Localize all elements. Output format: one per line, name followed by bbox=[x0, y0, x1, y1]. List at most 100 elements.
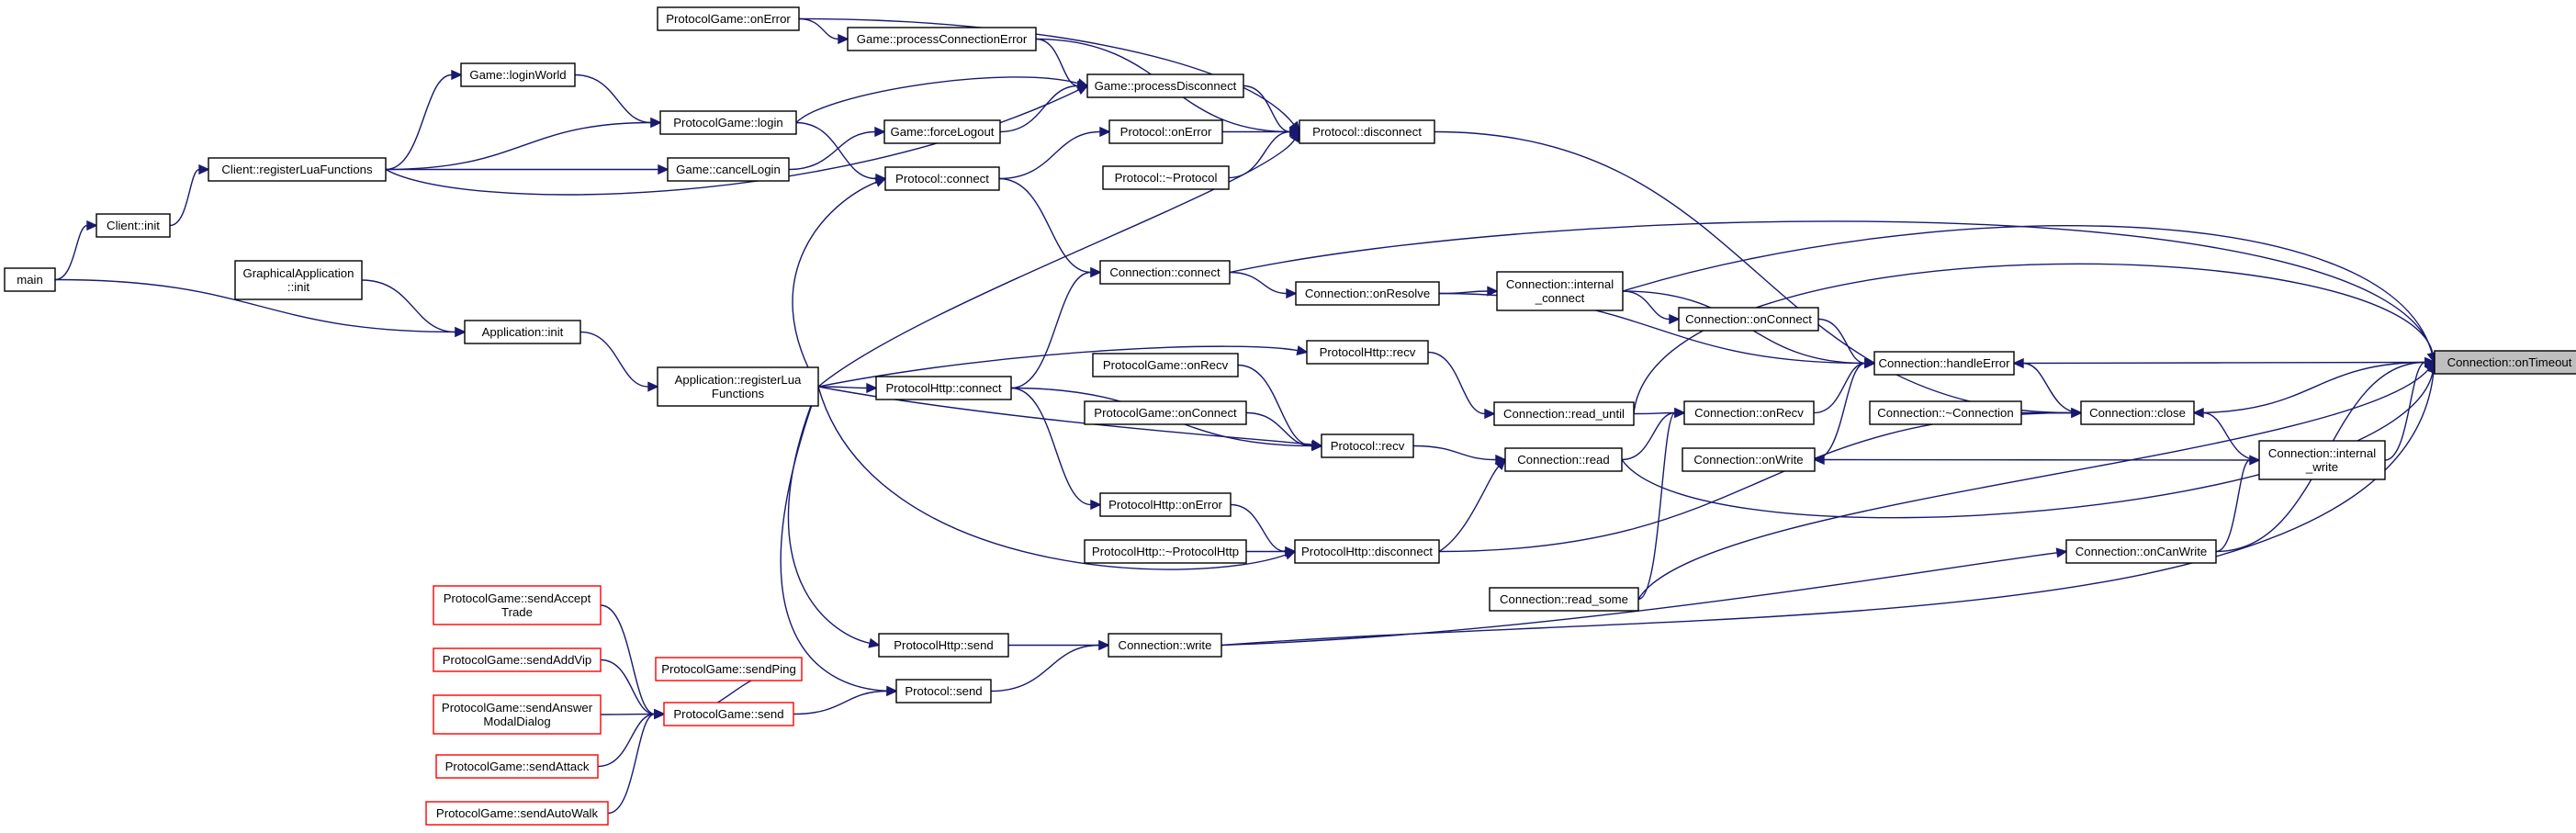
edge-main-clientInit bbox=[54, 220, 98, 281]
node-gameCancelLogin[interactable]: Game::cancelLogin bbox=[667, 157, 790, 182]
node-label: Connection::close bbox=[2089, 406, 2186, 420]
node-readUntil[interactable]: Connection::read_until bbox=[1493, 401, 1635, 426]
node-label: ProtocolGame::onError bbox=[666, 12, 791, 26]
node-label: ProtocolGame::sendAutoWalk bbox=[436, 806, 599, 820]
edge-phDisconnect-close bbox=[1438, 407, 2083, 553]
node-onResolve[interactable]: Connection::onResolve bbox=[1295, 281, 1440, 306]
node-protoRecv[interactable]: Protocol::recv bbox=[1321, 433, 1414, 458]
edge-phConnect-connConnect bbox=[1010, 266, 1102, 389]
node-protoDisconnect[interactable]: Protocol::disconnect bbox=[1299, 119, 1435, 144]
node-protoDtor[interactable]: Protocol::~Protocol bbox=[1102, 165, 1230, 190]
edge-phRecv-readUntil bbox=[1427, 351, 1496, 420]
node-label: ProtocolGame::login bbox=[673, 116, 782, 129]
node-close[interactable]: Connection::close bbox=[2080, 400, 2195, 425]
arrowhead-icon bbox=[868, 637, 881, 648]
edge-appRegLua-phConnect bbox=[817, 382, 878, 394]
node-protoConnect[interactable]: Protocol::connect bbox=[884, 166, 1000, 191]
node-box bbox=[4, 267, 56, 292]
node-gameProcConnErr[interactable]: Game::processConnectionError bbox=[847, 27, 1037, 51]
node-pgLogin[interactable]: ProtocolGame::login bbox=[659, 110, 797, 135]
node-internalWrite[interactable]: Connection::internal_write bbox=[2258, 440, 2386, 480]
node-gameLoginWorld[interactable]: Game::loginWorld bbox=[460, 62, 576, 87]
node-label: ProtocolHttp::~ProtocolHttp bbox=[1092, 545, 1239, 558]
node-label: Connection::read_some bbox=[1500, 592, 1628, 606]
node-label: Connection::connect bbox=[1109, 265, 1221, 279]
edge-clientInit-clientRegLua bbox=[169, 163, 210, 227]
node-phOnError[interactable]: ProtocolHttp::onError bbox=[1099, 492, 1232, 517]
node-gfxInit[interactable]: GraphicalApplication::init bbox=[234, 260, 363, 300]
node-box bbox=[655, 657, 803, 681]
arrowhead-icon bbox=[2249, 455, 2261, 466]
node-box bbox=[1678, 307, 1819, 332]
node-clientRegLua[interactable]: Client::registerLuaFunctions bbox=[208, 157, 387, 182]
node-box bbox=[667, 157, 790, 182]
edge-pgLogin-gameProcDisc bbox=[795, 76, 1089, 123]
node-main[interactable]: main bbox=[4, 267, 56, 292]
edge-gameLoginWorld-pgLogin bbox=[574, 73, 662, 129]
node-phRecv[interactable]: ProtocolHttp::recv bbox=[1306, 340, 1429, 365]
node-read[interactable]: Connection::read bbox=[1504, 447, 1623, 472]
node-pgOnError[interactable]: ProtocolGame::onError bbox=[657, 6, 800, 31]
node-pgSendAddVip[interactable]: ProtocolGame::sendAddVip bbox=[433, 647, 602, 672]
edge-connWrite-onCanWrite bbox=[1221, 547, 2068, 647]
node-pgSendPing[interactable]: ProtocolGame::sendPing bbox=[655, 657, 803, 681]
node-box bbox=[208, 157, 387, 182]
node-onTimeout[interactable]: Connection::onTimeout bbox=[2434, 350, 2576, 375]
node-protoOnError[interactable]: Protocol::onError bbox=[1108, 119, 1223, 144]
node-onCanWrite[interactable]: Connection::onCanWrite bbox=[2065, 539, 2217, 564]
node-phDtor[interactable]: ProtocolHttp::~ProtocolHttp bbox=[1084, 539, 1247, 564]
node-phConnect[interactable]: ProtocolHttp::connect bbox=[875, 376, 1012, 400]
node-box bbox=[1682, 447, 1816, 472]
node-pgSend[interactable]: ProtocolGame::send bbox=[663, 702, 794, 726]
node-phDisconnect[interactable]: ProtocolHttp::disconnect bbox=[1294, 539, 1440, 564]
node-phSend[interactable]: ProtocolHttp::send bbox=[878, 633, 1009, 658]
arrowhead-icon bbox=[647, 381, 659, 392]
node-readSome[interactable]: Connection::read_some bbox=[1489, 587, 1639, 612]
node-onWrite[interactable]: Connection::onWrite bbox=[1682, 447, 1816, 472]
node-gameForceLogout[interactable]: Game::forceLogout bbox=[883, 119, 1001, 144]
node-connConnect[interactable]: Connection::connect bbox=[1099, 260, 1231, 285]
node-connWrite[interactable]: Connection::write bbox=[1108, 633, 1222, 658]
node-box bbox=[2258, 440, 2386, 480]
node-protoSend[interactable]: Protocol::send bbox=[895, 679, 992, 704]
arrowhead-icon bbox=[1296, 345, 1309, 356]
arrowhead-icon bbox=[1310, 439, 1323, 450]
node-onRecv[interactable]: Connection::onRecv bbox=[1683, 400, 1815, 425]
node-label: Protocol::send bbox=[905, 684, 982, 698]
edge-pgSendAutoWalk-pgSend bbox=[607, 708, 666, 815]
edge-readUntil-onTimeout bbox=[1633, 263, 2438, 414]
node-clientInit[interactable]: Client::init bbox=[96, 213, 171, 238]
node-label: GraphicalApplication bbox=[243, 266, 354, 280]
node-pgSendAutoWalk[interactable]: ProtocolGame::sendAutoWalk bbox=[425, 801, 609, 826]
node-onConnect[interactable]: Connection::onConnect bbox=[1678, 307, 1819, 332]
node-appInit[interactable]: Application::init bbox=[464, 320, 581, 344]
edge-appInit-appRegLua bbox=[579, 331, 659, 392]
node-pgOnRecv[interactable]: ProtocolGame::onRecv bbox=[1092, 353, 1239, 377]
edge-internalConnect-onTimeout bbox=[1622, 225, 2437, 365]
arrowhead-icon bbox=[654, 708, 666, 720]
node-handleError[interactable]: Connection::handleError bbox=[1873, 351, 2015, 376]
node-destructor[interactable]: Connection::~Connection bbox=[1869, 400, 2022, 425]
arrowhead-icon bbox=[451, 69, 463, 81]
node-box bbox=[663, 702, 794, 726]
node-label: Protocol::connect bbox=[895, 172, 989, 186]
edge-protoConnect-protoOnError bbox=[998, 126, 1111, 180]
node-pgSendAttack[interactable]: ProtocolGame::sendAttack bbox=[435, 754, 599, 779]
arrowhead-icon bbox=[2424, 361, 2436, 374]
node-box bbox=[1084, 539, 1247, 564]
node-box bbox=[895, 679, 992, 704]
node-label: Connection::write bbox=[1119, 638, 1212, 652]
node-pgOnConnect[interactable]: ProtocolGame::onConnect bbox=[1084, 400, 1247, 425]
arrowhead-icon bbox=[838, 33, 849, 45]
edge-pgSendAttack-pgSend bbox=[597, 708, 666, 768]
node-box bbox=[847, 27, 1037, 51]
node-label: Trade bbox=[501, 605, 533, 619]
node-appRegLua[interactable]: Application::registerLuaFunctions bbox=[657, 366, 819, 407]
edge-phDisconnect-read bbox=[1438, 458, 1507, 553]
arrowhead-icon bbox=[1864, 357, 1876, 369]
node-internalConnect[interactable]: Connection::internal_connect bbox=[1496, 271, 1624, 311]
arrowhead-icon bbox=[1494, 458, 1507, 471]
node-gameProcDisc[interactable]: Game::processDisconnect bbox=[1086, 73, 1244, 98]
